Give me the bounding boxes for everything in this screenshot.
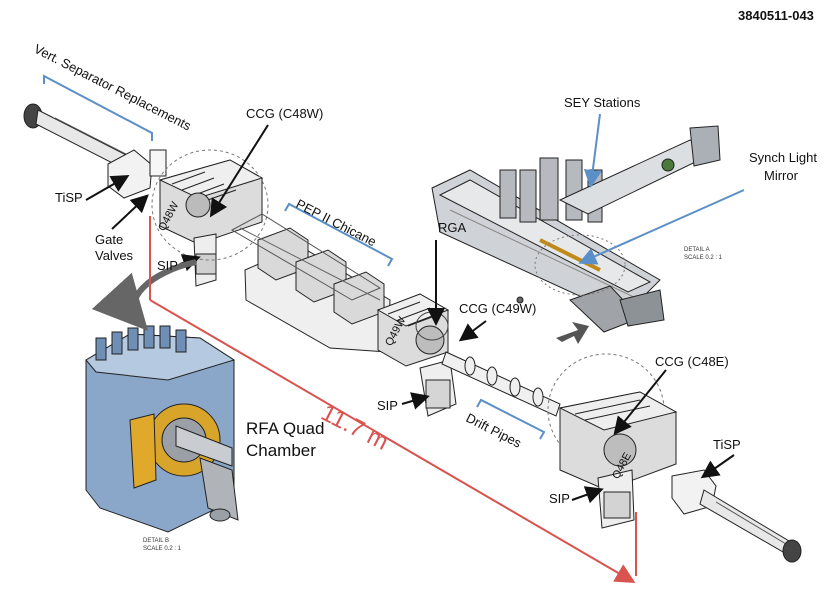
bracket-vert-separator: [43, 74, 153, 141]
arrow-sip-right: [571, 486, 604, 504]
blue-brackets: [43, 74, 546, 440]
label-ccg-c49w: CCG (C49W): [459, 301, 537, 316]
bracket-drift-pipes: [476, 398, 546, 440]
arrow-gate-valves: [111, 194, 149, 230]
label-synch-line2: Mirror: [764, 168, 798, 183]
label-sip-right: SIP: [549, 491, 570, 506]
label-gate-valves-line2: Valves: [95, 248, 134, 263]
label-ccg-c48w: CCG (C48W): [246, 106, 324, 121]
detail-circle-q48w: [151, 149, 269, 261]
label-gate-valves-line1: Gate: [95, 232, 124, 247]
arrow-tisp-left: [85, 175, 130, 201]
arrow-synch-mirror: [578, 189, 745, 265]
label-detail-a-line1: DETAIL A: [684, 247, 710, 253]
arrow-tisp-right: [700, 454, 735, 479]
label-tisp-right: TiSP: [713, 437, 741, 452]
label-ccg-c48e: CCG (C48E): [655, 354, 729, 369]
detail-b-curved-arrow: [91, 259, 197, 331]
label-arrows: [85, 124, 735, 504]
label-sip-middle: SIP: [377, 398, 398, 413]
label-synch-line1: Synch Light: [749, 150, 817, 165]
bracket-pep-chicane: [284, 202, 394, 267]
label-detail-b-line1: DETAIL B: [143, 538, 170, 544]
detail-b-rfa-chamber: [85, 325, 239, 533]
q49w-magnet: [376, 293, 457, 417]
blue-callout-arrows: [578, 113, 745, 265]
arrow-sey-stations: [583, 113, 602, 188]
drift-pipes: [441, 351, 561, 417]
label-detail-b-line2: SCALE 0.2 : 1: [143, 546, 182, 552]
label-detail-a-line2: SCALE 0.2 : 1: [684, 255, 723, 261]
label-sip-left: SIP: [157, 258, 178, 273]
label-rfa-line1: RFA Quad: [246, 419, 325, 438]
label-tisp-left: TiSP: [55, 190, 83, 205]
figure-id: 3840511-043: [738, 8, 814, 23]
detail-a-circle: [534, 234, 626, 296]
distance-dimension: [149, 216, 637, 584]
q48e-magnet: [558, 391, 678, 529]
label-rfa-line2: Chamber: [246, 441, 316, 460]
arrow-ccg-c48e: [613, 369, 667, 436]
tisp-left-assembly: [23, 103, 167, 199]
pep-chicane-assembly: [230, 213, 391, 353]
label-sey-stations: SEY Stations: [564, 95, 641, 110]
arrow-ccg-c49w: [458, 320, 487, 342]
label-rga: RGA: [438, 220, 467, 235]
arrow-ccg-c48w: [209, 124, 269, 218]
arrow-sip-middle: [401, 392, 430, 410]
tisp-right-assembly: [671, 469, 802, 563]
detail-a-pointer-arrow: [556, 322, 589, 344]
